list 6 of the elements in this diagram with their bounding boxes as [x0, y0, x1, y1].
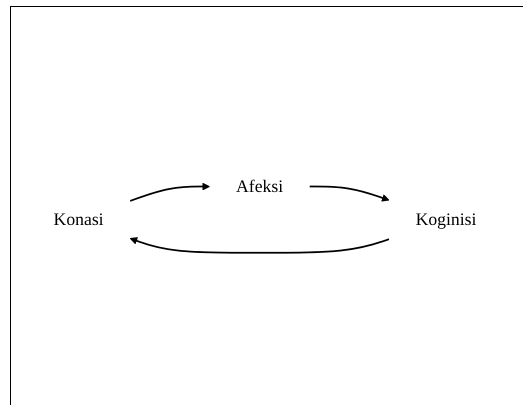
arrow	[310, 185, 390, 202]
node-text: Koginisi	[416, 210, 476, 229]
arrow	[130, 236, 390, 254]
node-text: Afeksi	[236, 176, 284, 196]
arrow	[130, 182, 210, 202]
node-text: Konasi	[54, 210, 104, 229]
